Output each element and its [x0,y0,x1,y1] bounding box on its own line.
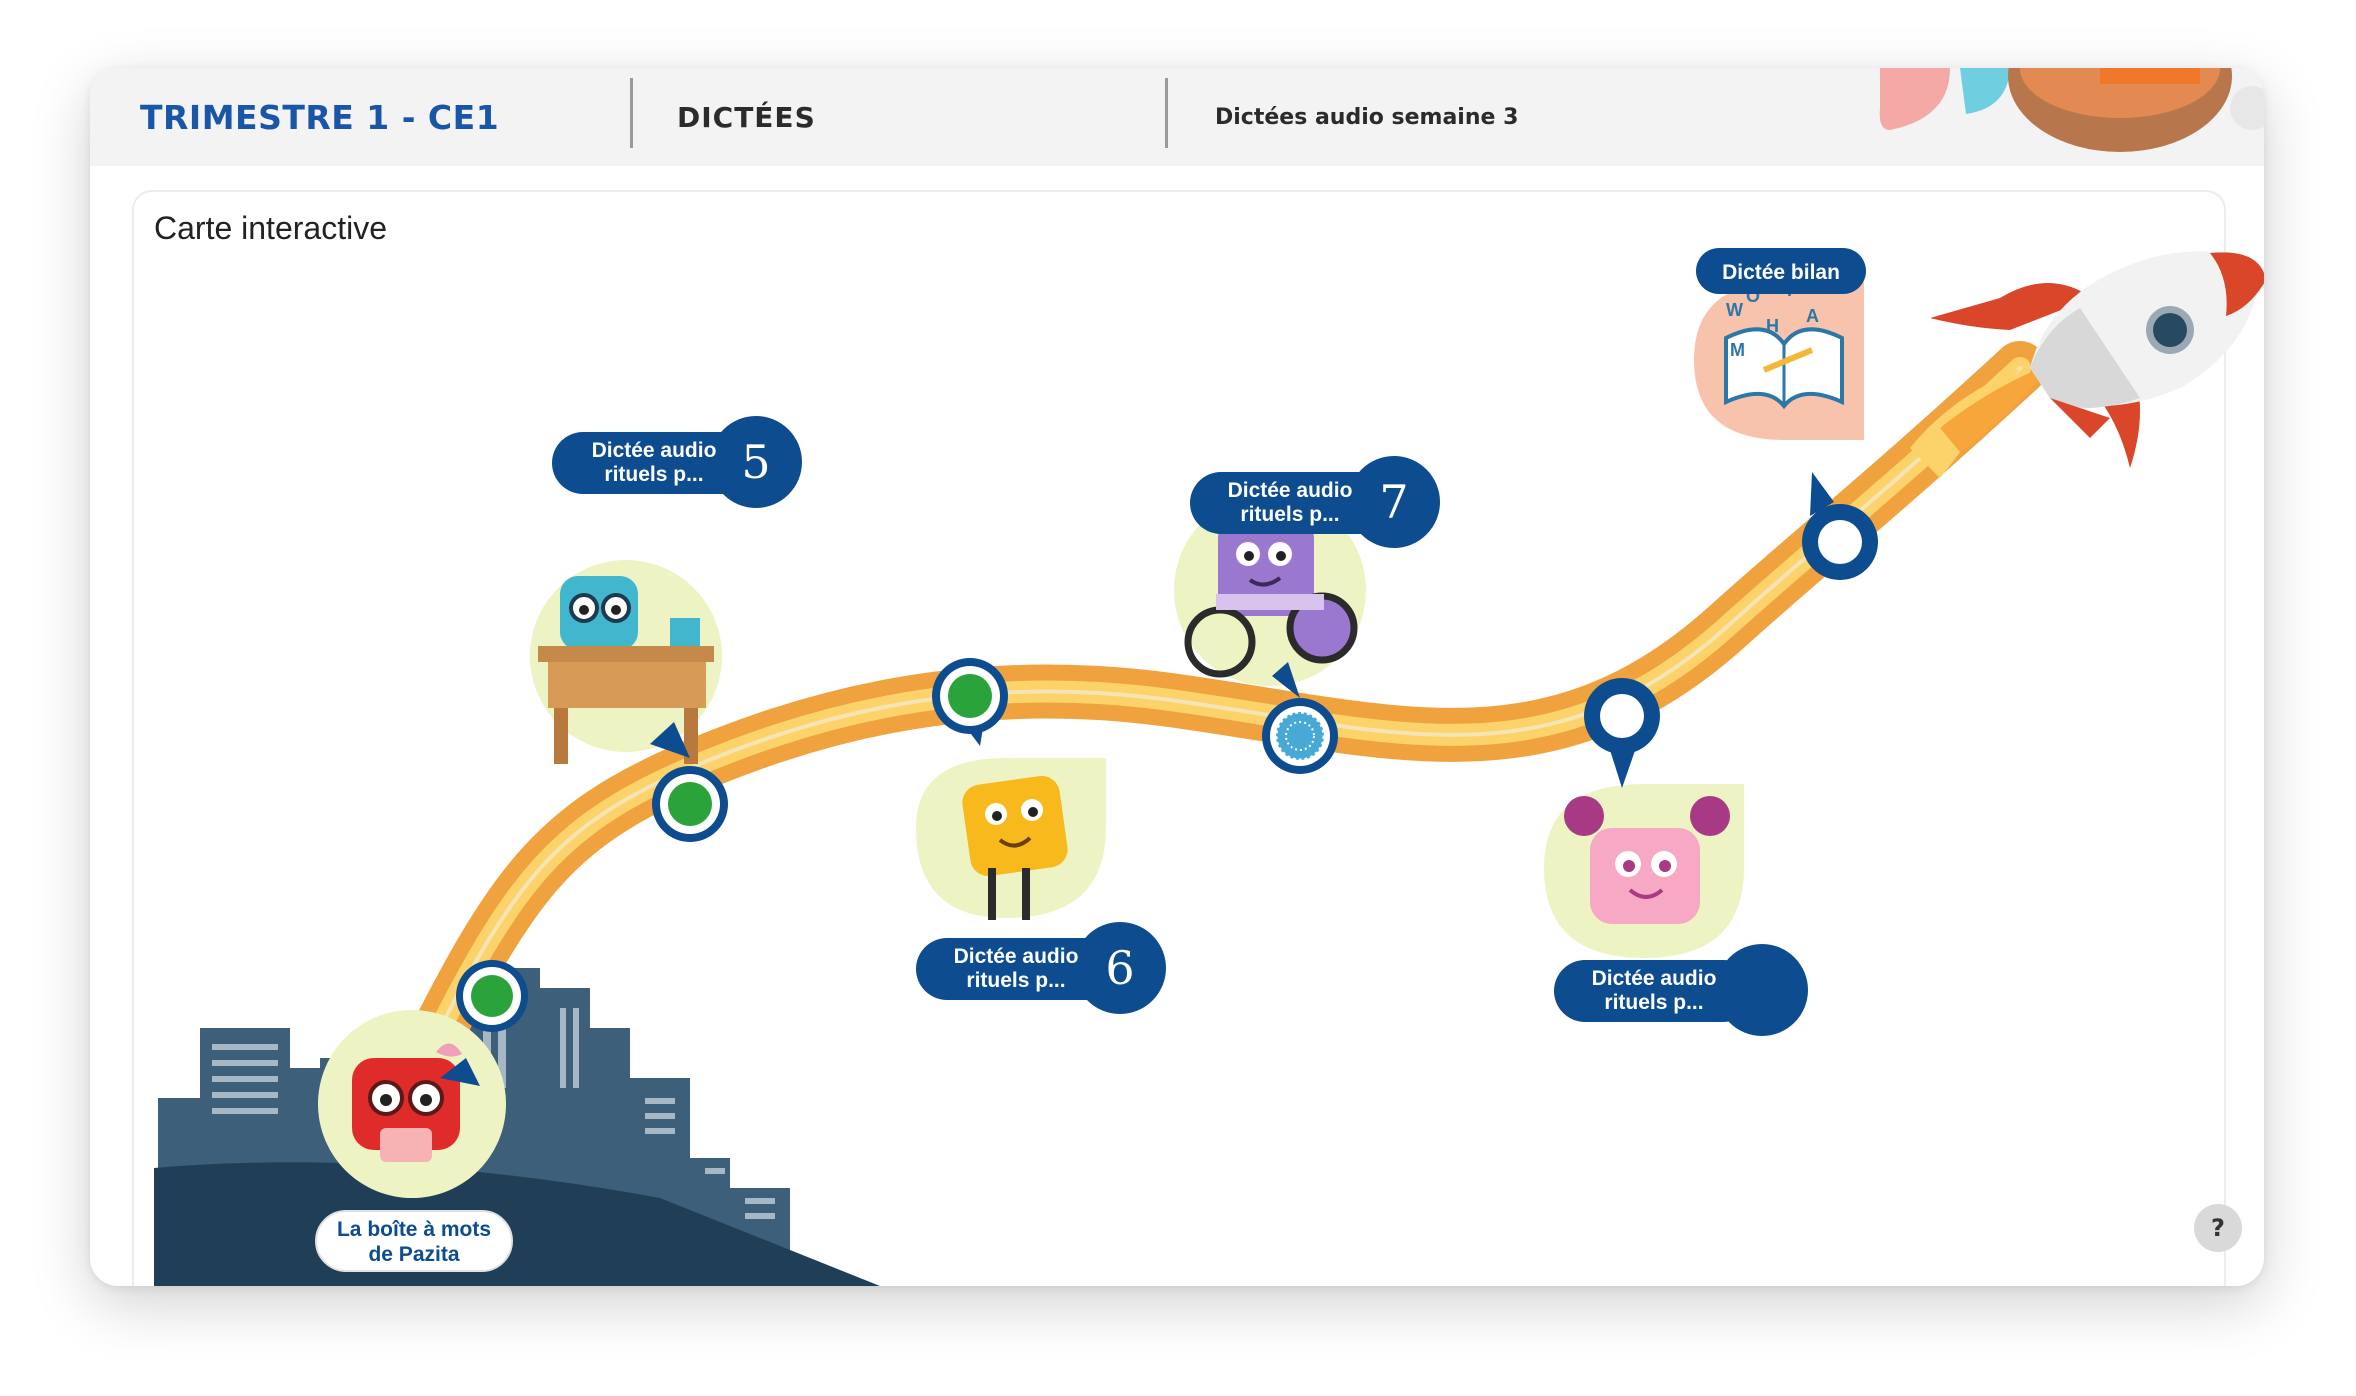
completed-status-icon [471,975,513,1017]
svg-text:A: A [1806,306,1819,326]
map-stop-bilan[interactable]: WOT AHM Dictée bilan [1694,248,1878,580]
completed-status-icon [668,782,712,826]
map-stop-8[interactable]: Dictée audio rituels p... [1544,678,1808,1036]
breadcrumb-section[interactable]: DICTÉES [677,100,816,134]
map-stop-7[interactable]: Dictée audio rituels p... 7 [1174,456,1440,774]
map-stop-label: Dictée audio [954,945,1079,968]
svg-text:M: M [1730,340,1745,360]
map-stop-number: 6 [1105,941,1134,995]
help-button[interactable]: ? [2194,1204,2242,1252]
map-stop-pazita[interactable]: La boîte à mots de Pazita [315,960,528,1272]
map-stop-label: Dictée audio [1228,479,1353,502]
map-stop-label: Dictée bilan [1722,261,1840,284]
map-stop-label: La boîte à mots [337,1218,491,1241]
in-progress-status-icon [1274,710,1326,762]
app-window: TRIMESTRE 1 - CE1 DICTÉES Dictées audio … [90,68,2264,1286]
rocket-illustration [1910,251,2264,478]
map-stop-label: rituels p... [604,463,703,486]
breadcrumb: TRIMESTRE 1 - CE1 DICTÉES Dictées audio … [90,68,2264,166]
map-stop-5[interactable]: Dictée audio rituels p... 5 [514,416,802,842]
breadcrumb-divider [1165,78,1168,148]
not-started-status-icon [1600,694,1644,738]
breadcrumb-page: Dictées audio semaine 3 [1215,104,1519,130]
svg-text:H: H [1766,316,1779,336]
map-stop-number: 7 [1379,475,1408,529]
map-stop-label: Dictée audio [1592,967,1717,990]
map-stop-label: rituels p... [1240,503,1339,526]
map-stop-label: rituels p... [1604,991,1703,1014]
map-stop-label: de Pazita [368,1243,459,1266]
breadcrumb-divider [630,78,633,148]
map-stop-label: Dictée audio [592,439,717,462]
header-decoration [1879,68,2264,152]
completed-status-icon [948,674,992,718]
not-started-status-icon [1818,520,1862,564]
panel-title: Carte interactive [154,210,387,246]
map-stop-label: rituels p... [966,969,1065,992]
svg-text:W: W [1726,300,1743,320]
map-stop-number: 5 [741,435,770,489]
interactive-map: La boîte à mots de Pazita Dictée audio r… [154,248,2264,1286]
breadcrumb-level[interactable]: TRIMESTRE 1 - CE1 [140,97,500,137]
map-stop-6[interactable]: Dictée audio rituels p... 6 [916,658,1166,1014]
